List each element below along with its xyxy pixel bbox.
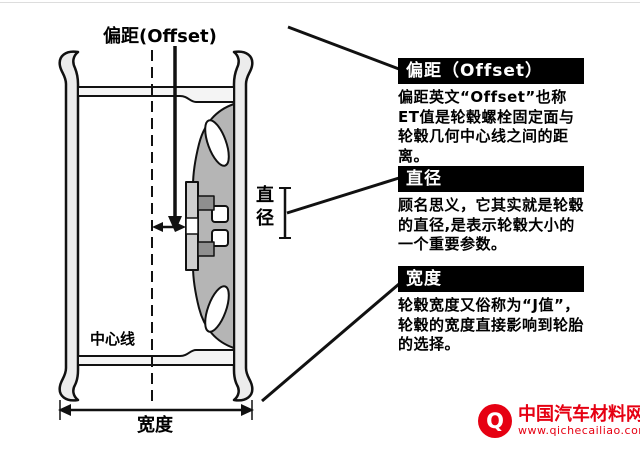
panel-offset-title: 偏距（Offset） [398,58,584,85]
hub-bolt-section-1 [197,195,215,211]
diameter-label: 直径 [256,185,274,229]
offset-label: 偏距(Offset) [103,26,217,47]
top-border [0,2,640,3]
width-dimension-arrow [58,400,254,420]
panel-width: 宽度 轮毂宽度又俗称为“J值”，轮毂的宽度直接影响到轮胎的选择。 [398,266,584,355]
site-url: www.qichecailiao.com [518,424,640,438]
barrel-bottom [77,349,235,366]
diameter-dimension [279,187,291,239]
panel-offset: 偏距（Offset） 偏距英文“Offset”也称ET值是轮毂螺栓固定面与轮毂几… [398,58,584,166]
spoke-window-mid-1 [211,205,229,223]
panel-diameter-title: 直径 [398,166,584,193]
width-label: 宽度 [137,415,173,436]
hub-bolt-section-2 [197,241,215,257]
spoke-window-bottom [204,285,230,333]
panel-width-title: 宽度 [398,266,584,293]
connector-line-offset [287,25,400,71]
panel-width-body: 轮毂宽度又俗称为“J值”，轮毂的宽度直接影响到轮胎的选择。 [398,296,585,354]
wheel-drawing [58,50,254,402]
panel-diameter: 直径 顾名思义，它其实就是轮毂的直径,是表示轮毂大小的一个重要参数。 [398,166,584,255]
centerline-label: 中心线 [90,330,136,348]
left-rim-flange [58,50,80,402]
spoke-window-top [204,119,230,167]
right-rim-flange [232,50,254,402]
offset-span-arrow [152,222,186,232]
site-logo-icon: Q [478,404,512,438]
site-logo: Q 中国汽车材料网 www.qichecailiao.com [478,404,640,438]
barrel-top [77,86,235,103]
site-logo-text: 中国汽车材料网 www.qichecailiao.com [518,403,640,438]
panel-diameter-body: 顾名思义，它其实就是轮毂的直径,是表示轮毂大小的一个重要参数。 [398,196,585,254]
hub-center-bore [185,217,199,235]
spoke-window-mid-2 [211,229,229,247]
offset-arrow [168,46,182,232]
panel-offset-body: 偏距英文“Offset”也称ET值是轮毂螺栓固定面与轮毂几何中心线之间的距离。 [398,88,575,165]
connector-line-width [261,282,400,403]
connector-line-diameter [286,176,400,215]
site-name: 中国汽车材料网 [518,403,640,425]
